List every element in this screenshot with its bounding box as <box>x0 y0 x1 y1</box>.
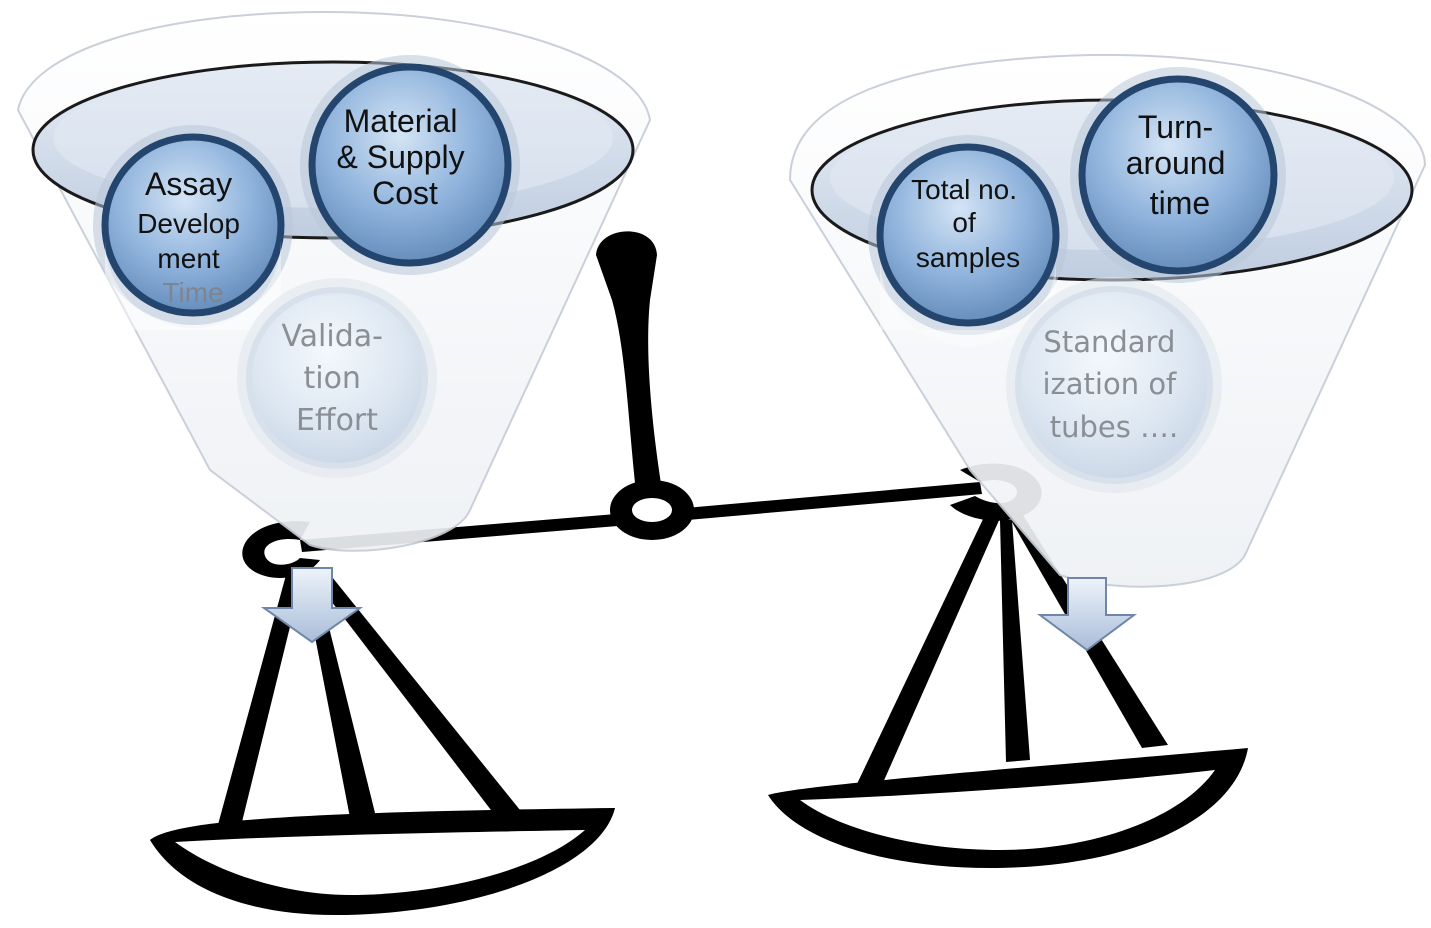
right-circle-3-line-2: ization of <box>1043 367 1178 401</box>
circle-material-supply-cost: Material & Supply Cost <box>300 55 520 275</box>
right-pan <box>768 748 1248 868</box>
right-circle-2-line-1: Turn- <box>1138 109 1213 145</box>
left-pan <box>150 808 615 915</box>
right-circle-2-line-2: around <box>1126 145 1226 181</box>
circle-turnaround-time: Turn- around time <box>1070 67 1286 283</box>
right-circle-3-line-1: Standard <box>1043 325 1175 359</box>
left-circle-1-line-2: Develop <box>137 208 240 239</box>
svg-text:Total no. of s: Total no. of samples <box>911 174 1025 273</box>
left-circle-2-line-3: Cost <box>372 175 438 211</box>
svg-text:Standard ization of: Standard ization of tubes …. <box>1043 325 1186 444</box>
left-circle-2-line-2: & Supply <box>337 139 465 175</box>
circle-validation-effort: Valida- tion Effort <box>237 278 437 478</box>
left-funnel: Assay Develop ment Time Material & Suppl… <box>16 10 652 644</box>
right-circle-2-line-3: time <box>1150 185 1210 221</box>
svg-text:Assay Develop: Assay Develop ment Time <box>137 166 249 308</box>
scale-structure <box>150 231 1248 915</box>
right-circle-1-line-1: Total no. <box>911 174 1017 205</box>
circle-standardization-tubes: Standard ization of tubes …. <box>1006 277 1222 493</box>
left-circle-3-line-2: tion <box>303 361 360 396</box>
circle-total-samples: Total no. of samples <box>868 135 1068 346</box>
right-circle-1-line-3: samples <box>916 242 1020 273</box>
left-circle-2-line-1: Material <box>344 103 458 139</box>
right-circle-3-line-3: tubes …. <box>1050 410 1179 444</box>
circle-assay-development-time: Assay Develop ment Time <box>93 125 293 330</box>
left-circle-1-line-1: Assay <box>145 166 232 202</box>
right-down-arrow <box>1036 577 1138 652</box>
svg-text:Material & Supply: Material & Supply Cost <box>337 103 474 211</box>
scale-post <box>596 231 662 492</box>
svg-text:Valida- tion E: Valida- tion Effort <box>281 319 392 438</box>
left-circle-1-line-4: Time <box>162 277 223 308</box>
left-down-arrow <box>260 567 364 644</box>
right-circle-1-line-2: of <box>952 207 976 238</box>
svg-text:Turn- around t: Turn- around time <box>1126 109 1235 221</box>
left-pan-strings <box>216 572 520 832</box>
left-circle-3-line-1: Valida- <box>281 319 383 354</box>
left-circle-1-line-3: ment <box>157 243 219 274</box>
left-circle-3-line-3: Effort <box>296 403 378 438</box>
right-funnel: Total no. of samples Turn- around time S… <box>788 53 1427 652</box>
